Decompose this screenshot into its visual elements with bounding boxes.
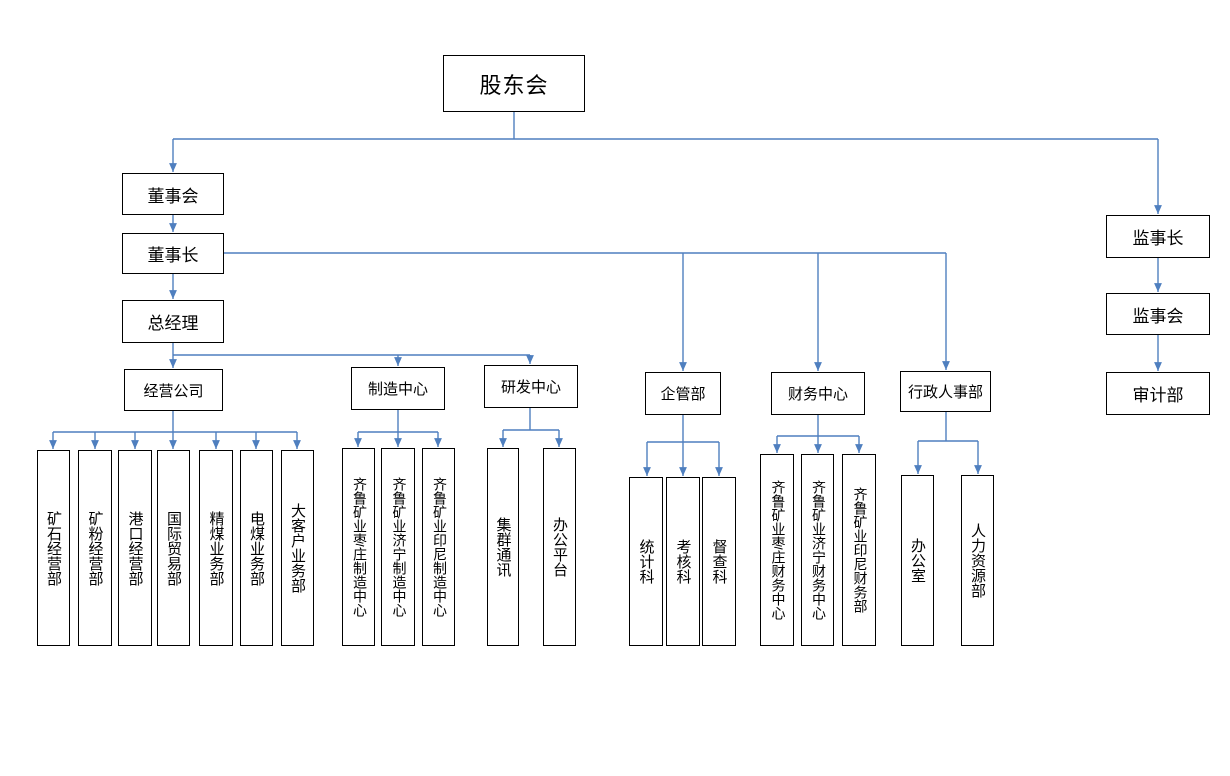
node-label: 制造中心: [367, 380, 428, 398]
unit-fine-coal: 精煤业务部: [199, 450, 233, 646]
node-label: 审计部: [1132, 386, 1184, 406]
unit-label: 办公室: [909, 538, 927, 583]
unit-supervision: 督查科: [702, 477, 736, 646]
node-label: 董事会: [147, 186, 199, 207]
unit-office: 办公室: [901, 475, 934, 646]
unit-assessment: 考核科: [666, 477, 700, 646]
unit-label: 齐鲁矿业枣庄制造中心: [351, 477, 367, 617]
unit-label: 集群通讯: [494, 517, 513, 577]
unit-label: 国际贸易部: [165, 510, 183, 586]
node-finance-center: 财务中心: [771, 372, 865, 415]
unit-label: 矿石经营部: [45, 510, 63, 586]
node-audit-department: 审计部: [1106, 372, 1210, 415]
node-label: 财务中心: [787, 385, 848, 403]
unit-label: 齐鲁矿业印尼制造中心: [431, 477, 447, 617]
connector-manufacturing-bus: [358, 410, 438, 433]
connector-admin-bus: [918, 412, 978, 442]
unit-statistics: 统计科: [629, 477, 663, 646]
connector-finance-bus: [777, 415, 859, 437]
node-label: 监事会: [1132, 306, 1184, 327]
connector-gm-bus: [172, 343, 530, 356]
unit-label: 大客户业务部: [289, 503, 307, 593]
unit-indonesia-finance: 齐鲁矿业印尼财务部: [842, 454, 876, 646]
node-label: 董事长: [147, 246, 199, 266]
unit-label: 统计科: [637, 539, 656, 584]
node-manufacturing-center: 制造中心: [351, 367, 445, 410]
unit-office-platform: 办公平台: [543, 448, 576, 646]
node-board-of-directors: 董事会: [122, 173, 224, 215]
connector-rd-bus: [503, 408, 559, 431]
unit-key-accounts: 大客户业务部: [281, 450, 314, 646]
connector-business-bus: [53, 411, 297, 433]
node-label: 股东会: [479, 73, 549, 99]
unit-label: 电煤业务部: [248, 510, 266, 586]
node-supervisory-board: 监事会: [1106, 293, 1210, 335]
unit-cluster-communication: 集群通讯: [487, 448, 519, 646]
node-business-company: 经营公司: [124, 369, 223, 411]
unit-label: 齐鲁矿业印尼财务部: [851, 487, 868, 613]
connector-enterprise-bus: [647, 415, 719, 443]
unit-label: 齐鲁矿业枣庄财务中心: [769, 480, 786, 620]
connector-root-bus: [173, 112, 1158, 140]
node-enterprise-management: 企管部: [645, 372, 721, 415]
unit-ore-business: 矿石经营部: [37, 450, 70, 646]
unit-zaozhuang-finance: 齐鲁矿业枣庄财务中心: [760, 454, 794, 646]
unit-label: 齐鲁矿业济宁财务中心: [810, 480, 826, 620]
unit-label: 齐鲁矿业济宁制造中心: [390, 477, 407, 617]
node-admin-hr: 行政人事部: [900, 371, 991, 412]
unit-label: 考核科: [674, 539, 693, 584]
unit-jining-finance: 齐鲁矿业济宁财务中心: [801, 454, 834, 646]
unit-port-business: 港口经营部: [118, 450, 152, 646]
unit-ore-powder-business: 矿粉经营部: [78, 450, 112, 646]
node-chairman: 董事长: [122, 233, 224, 274]
unit-jining-manufacturing: 齐鲁矿业济宁制造中心: [381, 448, 415, 646]
unit-label: 人力资源部: [969, 523, 987, 598]
unit-human-resources: 人力资源部: [961, 475, 994, 646]
unit-indonesia-manufacturing: 齐鲁矿业印尼制造中心: [422, 448, 455, 646]
node-general-manager: 总经理: [122, 300, 224, 343]
node-label: 行政人事部: [907, 383, 983, 401]
node-supervisor-chair: 监事长: [1106, 215, 1210, 258]
node-label: 监事长: [1132, 229, 1184, 249]
unit-label: 办公平台: [551, 517, 569, 577]
node-shareholders-meeting: 股东会: [443, 55, 585, 112]
node-rd-center: 研发中心: [484, 365, 578, 408]
node-label: 研发中心: [500, 378, 561, 396]
unit-label: 矿粉经营部: [86, 510, 105, 586]
node-label: 企管部: [660, 385, 706, 403]
unit-international-trade: 国际贸易部: [157, 450, 190, 646]
node-label: 总经理: [147, 314, 199, 334]
unit-power-coal: 电煤业务部: [240, 450, 273, 646]
node-label: 经营公司: [143, 381, 204, 400]
unit-label: 精煤业务部: [207, 510, 226, 586]
unit-label: 港口经营部: [126, 510, 145, 586]
unit-zaozhuang-manufacturing: 齐鲁矿业枣庄制造中心: [342, 448, 375, 646]
unit-label: 督查科: [710, 539, 729, 584]
